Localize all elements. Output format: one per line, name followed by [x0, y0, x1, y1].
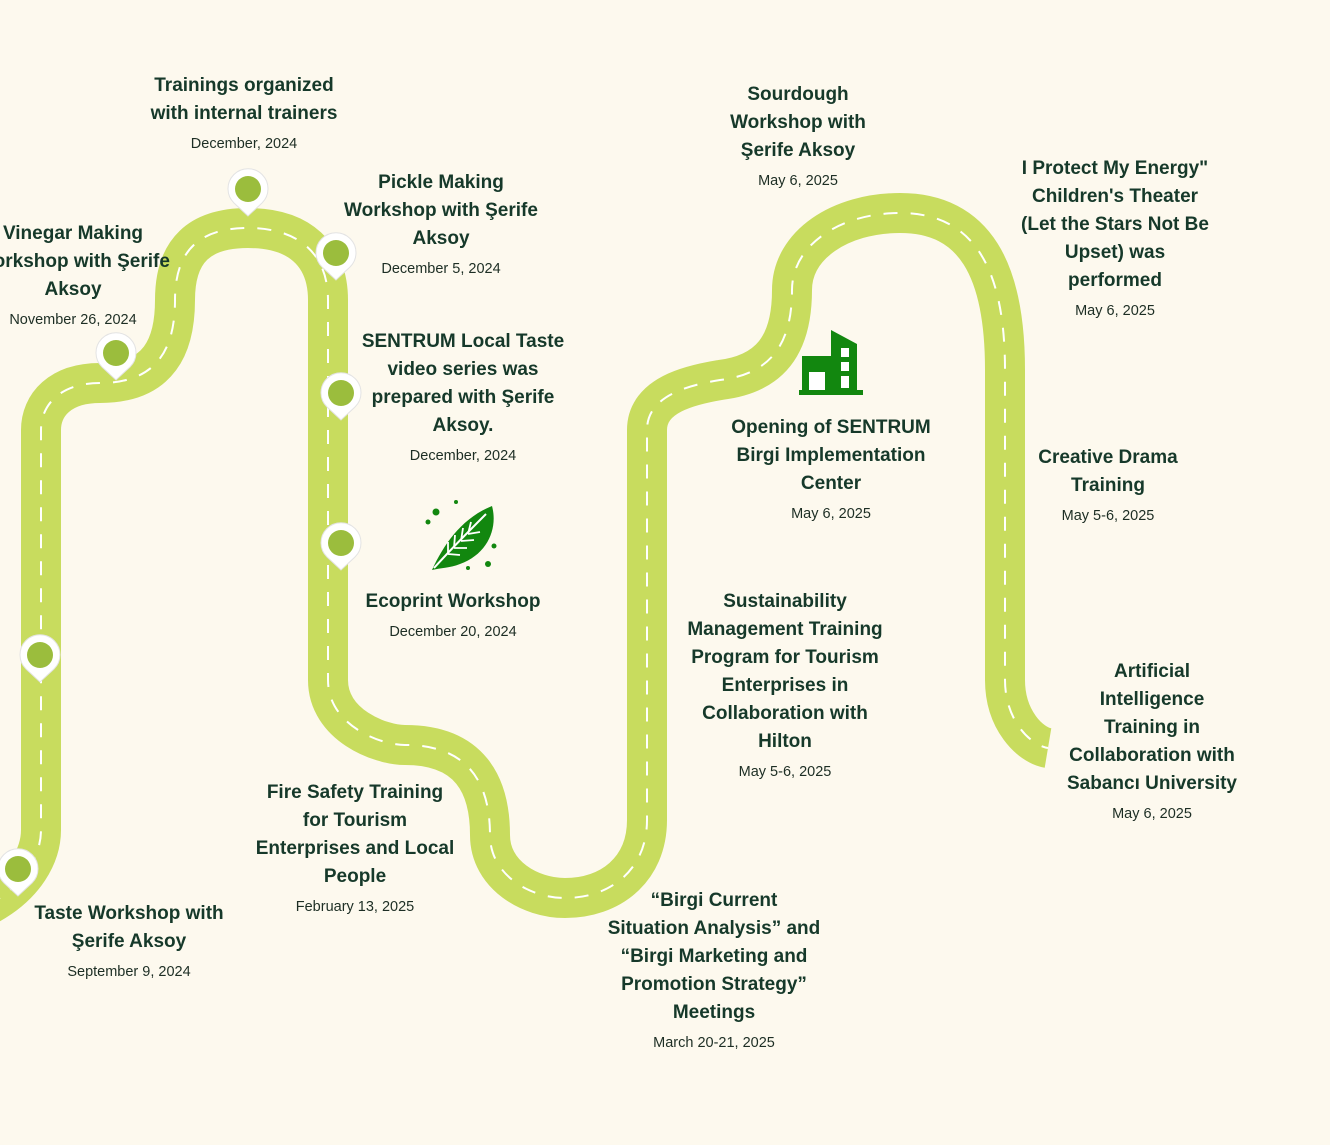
event-pickle-workshop: Pickle Making Workshop with Şerife Aksoy…: [336, 169, 546, 277]
event-title: Fire Safety Training for Tourism Enterpr…: [255, 782, 455, 887]
event-trainings-internal: Trainings organized with internal traine…: [134, 72, 354, 152]
event-vinegar-workshop: Vinegar Making Workshop with Şerife Akso…: [0, 220, 180, 328]
building-icon: [797, 330, 865, 401]
event-sourdough-workshop: Sourdough Workshop with Şerife Aksoy May…: [698, 81, 898, 189]
event-title: SENTRUM Local Taste video series was pre…: [361, 331, 565, 436]
event-title: I Protect My Energy" Children's Theater …: [1021, 158, 1209, 291]
event-date: September 9, 2024: [67, 964, 191, 980]
event-date: December, 2024: [409, 448, 517, 464]
event-date: May 5-6, 2025: [738, 764, 832, 780]
event-date: December 5, 2024: [381, 261, 501, 277]
road-center-dashes: [0, 211, 1049, 900]
event-date: March 20-21, 2025: [653, 1035, 775, 1051]
map-pin-icon: [95, 332, 137, 381]
event-creative-drama: Creative Drama Training May 5-6, 2025: [1008, 444, 1208, 524]
event-fire-safety: Fire Safety Training for Tourism Enterpr…: [245, 779, 465, 915]
map-pin-icon: [227, 168, 269, 217]
event-title: Sustainability Management Training Progr…: [687, 591, 883, 752]
event-title: Pickle Making Workshop with Şerife Aksoy: [344, 172, 538, 249]
leaf-icon: [424, 498, 500, 579]
event-sustainability-hilton: Sustainability Management Training Progr…: [675, 588, 895, 780]
event-title: “Birgi Current Situation Analysis” and “…: [607, 890, 821, 1023]
map-pin-icon: [19, 634, 61, 683]
event-date: December 20, 2024: [389, 624, 517, 640]
event-date: May 5-6, 2025: [1061, 508, 1155, 524]
event-title: Sourdough Workshop with Şerife Aksoy: [730, 84, 866, 161]
event-title: Vinegar Making Workshop with Şerife Akso…: [0, 223, 170, 300]
event-title: Taste Workshop with Şerife Aksoy: [34, 903, 224, 952]
event-taste-workshop: Taste Workshop with Şerife Aksoy Septemb…: [19, 900, 239, 980]
event-date: December, 2024: [190, 136, 298, 152]
event-date: May 6, 2025: [1112, 806, 1192, 822]
event-title: Ecoprint Workshop: [365, 591, 541, 612]
event-ai-sabanci: Artificial Intelligence Training in Coll…: [1047, 658, 1257, 822]
map-pin-icon: [0, 848, 39, 897]
event-date: May 6, 2025: [791, 506, 871, 522]
event-date: May 6, 2025: [1075, 303, 1155, 319]
map-pin-icon: [315, 232, 357, 281]
event-sentrum-opening: Opening of SENTRUM Birgi Implementation …: [721, 414, 941, 522]
event-local-taste-video: SENTRUM Local Taste video series was pre…: [353, 328, 573, 464]
event-title: Opening of SENTRUM Birgi Implementation …: [731, 417, 931, 494]
event-date: May 6, 2025: [758, 173, 838, 189]
event-date: November 26, 2024: [9, 312, 137, 328]
map-pin-icon: [320, 372, 362, 421]
event-date: February 13, 2025: [295, 899, 415, 915]
event-childrens-theater: I Protect My Energy" Children's Theater …: [1005, 155, 1225, 319]
event-ecoprint-workshop: Ecoprint Workshop December 20, 2024: [343, 588, 563, 640]
event-title: Trainings organized with internal traine…: [150, 75, 338, 124]
event-title: Artificial Intelligence Training in Coll…: [1066, 661, 1238, 794]
event-birgi-meetings: “Birgi Current Situation Analysis” and “…: [599, 887, 829, 1051]
event-title: Creative Drama Training: [1038, 447, 1178, 496]
map-pin-icon: [320, 522, 362, 571]
